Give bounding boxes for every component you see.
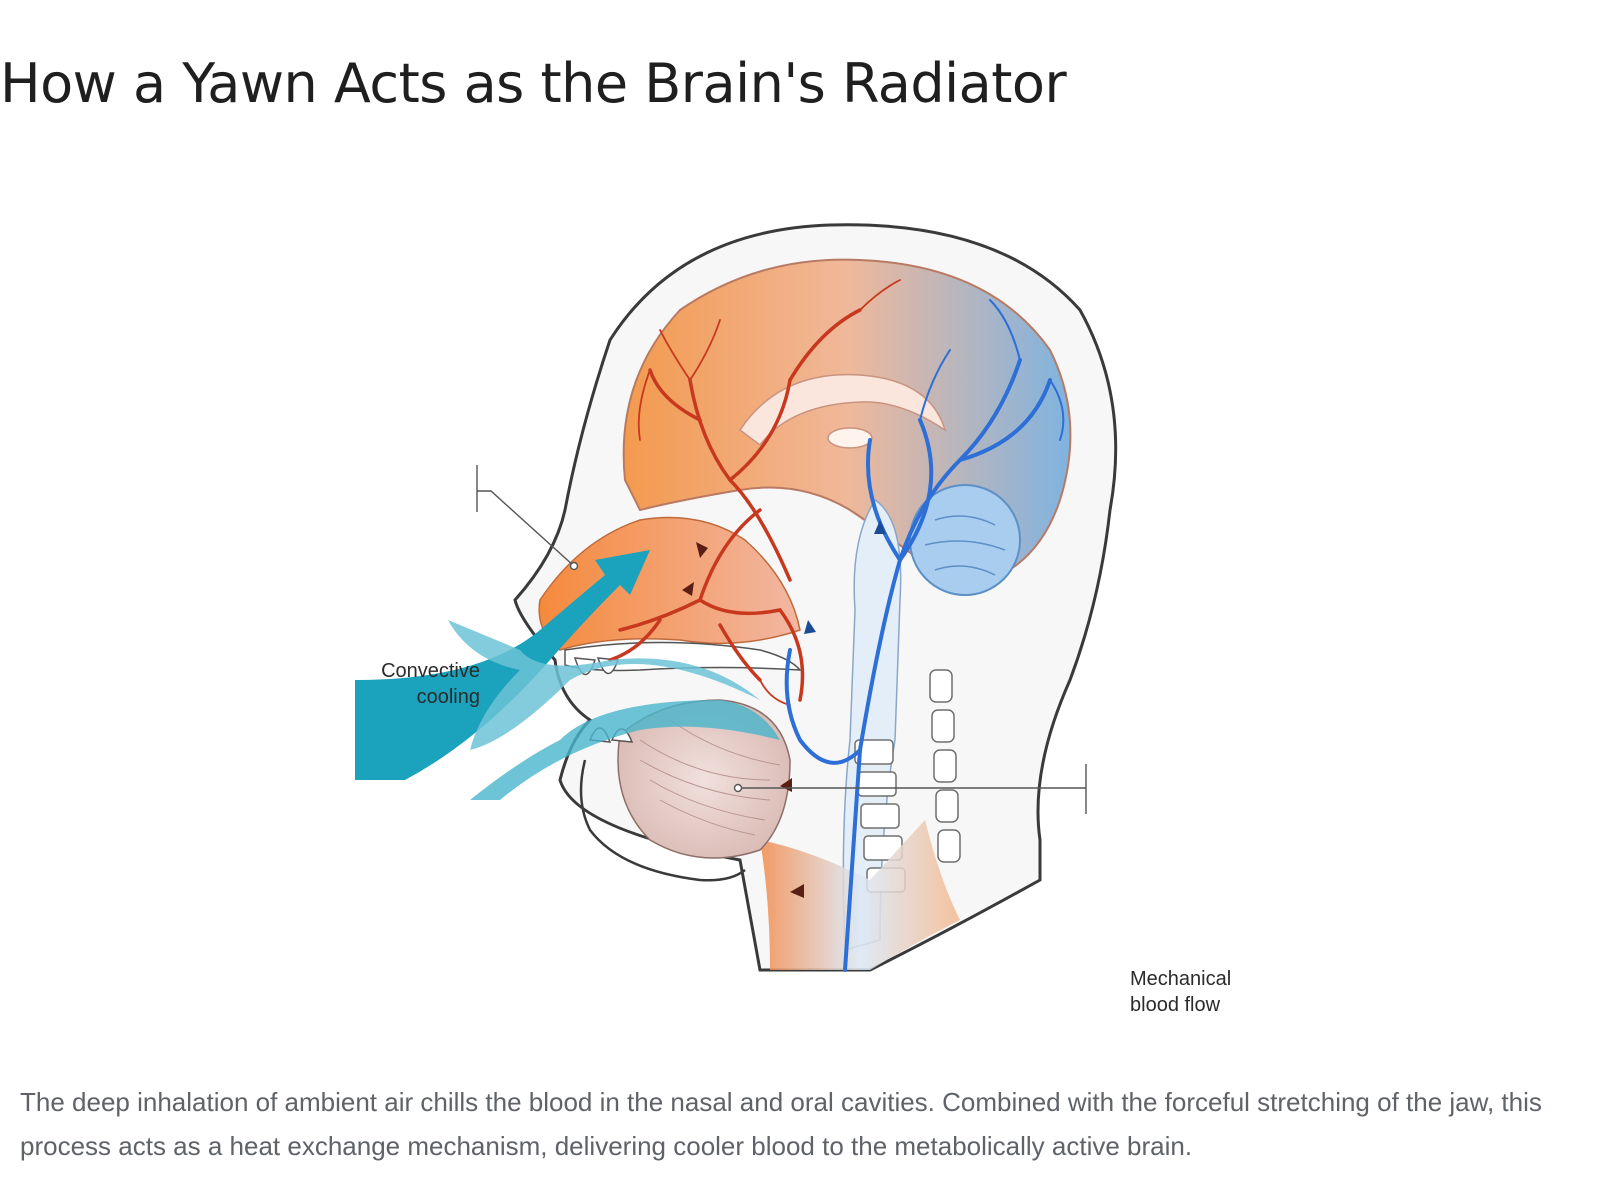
head-cross-section-diagram: Convective cooling Mechanical blood flow — [0, 180, 1600, 1030]
thalamus — [828, 428, 872, 448]
callout-convective-cooling: Convective cooling — [330, 658, 480, 710]
diagram-canvas — [0, 180, 1600, 1030]
page-title: How a Yawn Acts as the Brain's Radiator — [0, 52, 1066, 115]
figure-caption: The deep inhalation of ambient air chill… — [20, 1080, 1580, 1168]
callout-mechanical-blood-flow: Mechanical blood flow — [1130, 966, 1290, 1018]
